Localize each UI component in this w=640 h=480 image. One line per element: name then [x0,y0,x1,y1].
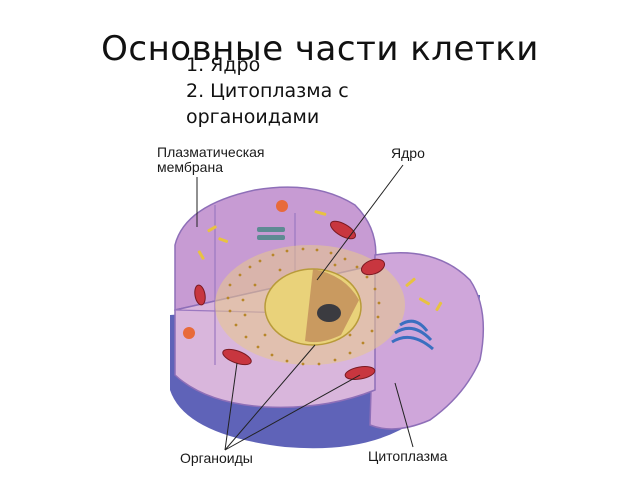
label-membrane-line2: мембрана [157,159,223,175]
label-organoids: Органоиды [180,450,253,466]
golgi-apparatus-back [257,227,285,240]
slide-title: Основные части клетки [101,28,539,69]
label-cytoplasm: Цитоплазма [368,448,448,464]
point-cytoplasm: 2. Цитоплазма с органоидами [186,80,349,128]
cell-diagram: Плазматическая мембрана Ядро Органоиды Ц… [145,135,490,475]
leader-lines [196,164,414,451]
lysosome [183,327,195,339]
nucleolus [317,304,341,322]
mitochondria [194,220,386,380]
vesicles [197,210,443,312]
cell-illustration [170,164,485,451]
er-dots [226,247,381,366]
label-plasma-membrane: Плазматическая мембрана [157,145,265,175]
label-nucleus: Ядро [391,145,425,161]
point-nucleus: 1. Ядро [186,54,261,76]
label-membrane-line1: Плазматическая [157,144,265,160]
lysosome [276,200,288,212]
key-points-list: 1. Ядро 2. Цитоплазма с органоидами [186,52,486,130]
golgi-apparatus [391,319,434,351]
